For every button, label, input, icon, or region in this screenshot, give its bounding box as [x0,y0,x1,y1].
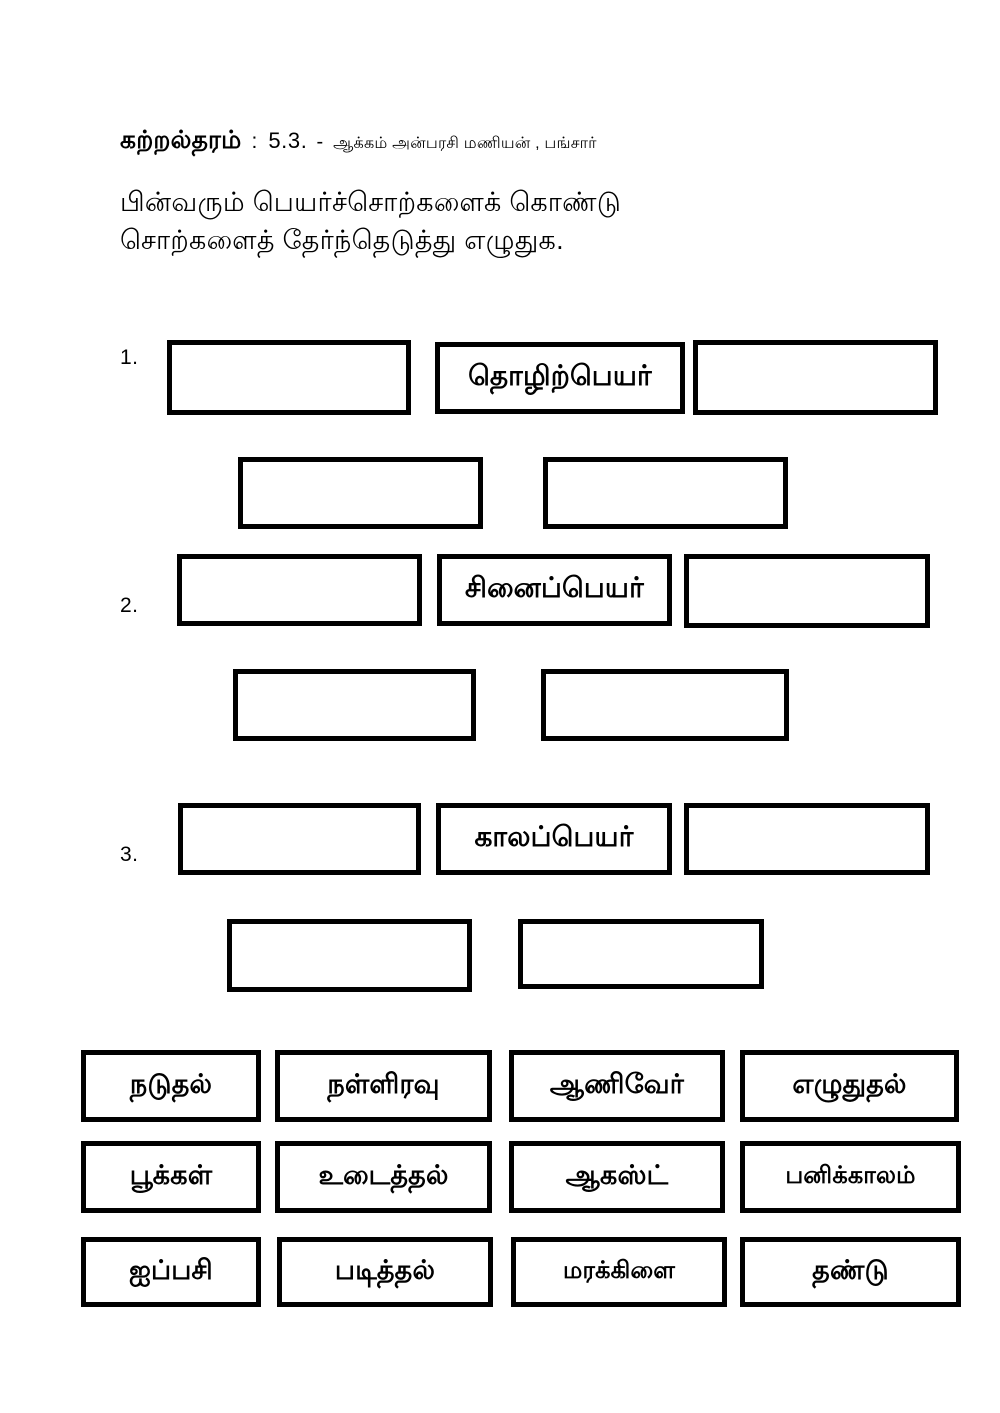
word-chip-3-1[interactable]: ஐப்பசி [81,1237,261,1307]
answer-box-3-4[interactable] [518,919,764,989]
instruction-line-2: சொற்களைத் தேர்ந்தெடுத்து எழுதுக. [120,225,564,255]
learning-standard-label: கற்றல்தரம் [120,126,242,154]
answer-box-1-1[interactable] [167,340,411,415]
answer-box-3-1[interactable] [178,803,421,875]
word-chip-1-4[interactable]: எழுதுதல் [740,1050,959,1122]
header-colon: : [251,130,258,153]
word-chip-1-2[interactable]: நள்ளிரவு [275,1050,492,1122]
item-number-1: 1. [120,346,139,369]
word-chip-2-4[interactable]: பனிக்காலம் [740,1141,961,1213]
answer-box-2-1[interactable] [177,554,422,626]
word-chip-2-3[interactable]: ஆகஸ்ட் [509,1141,725,1213]
answer-box-3-3[interactable] [227,919,472,992]
item-number-3: 3. [120,843,139,866]
word-chip-1-1[interactable]: நடுதல் [81,1050,261,1122]
word-chip-3-2[interactable]: படித்தல் [277,1237,493,1307]
header-dash: - [316,131,324,153]
instruction-text: பின்வரும் பெயர்ச்சொற்களைக் கொண்டு சொற்கள… [120,183,780,259]
category-label-3: காலப்பெயர் [436,803,672,875]
item-number-2: 2. [120,594,139,617]
answer-box-2-4[interactable] [541,669,789,741]
learning-standard-code: 5.3. [268,128,308,153]
word-chip-2-1[interactable]: பூக்கள் [81,1141,261,1213]
answer-box-1-3[interactable] [238,457,483,529]
answer-box-2-2[interactable] [684,554,930,628]
answer-box-2-3[interactable] [233,669,476,741]
answer-box-3-2[interactable] [684,803,930,875]
category-label-1: தொழிற்பெயர் [435,342,685,414]
learning-standard-line: கற்றல்தரம் : 5.3. - ஆக்கம் அன்பரசி மணியன… [120,126,597,158]
author-credit: ஆக்கம் அன்பரசி மணியன் , பங்சார் [333,135,597,152]
category-label-2: சினைப்பெயர் [437,554,672,626]
word-chip-3-4[interactable]: தண்டு [740,1237,961,1307]
answer-box-1-2[interactable] [693,340,938,415]
answer-box-1-4[interactable] [543,457,788,529]
instruction-line-1: பின்வரும் பெயர்ச்சொற்களைக் கொண்டு [120,187,622,217]
word-chip-3-3[interactable]: மரக்கிளை [511,1237,727,1307]
word-chip-2-2[interactable]: உடைத்தல் [275,1141,492,1213]
word-chip-1-3[interactable]: ஆணிவேர் [509,1050,725,1122]
